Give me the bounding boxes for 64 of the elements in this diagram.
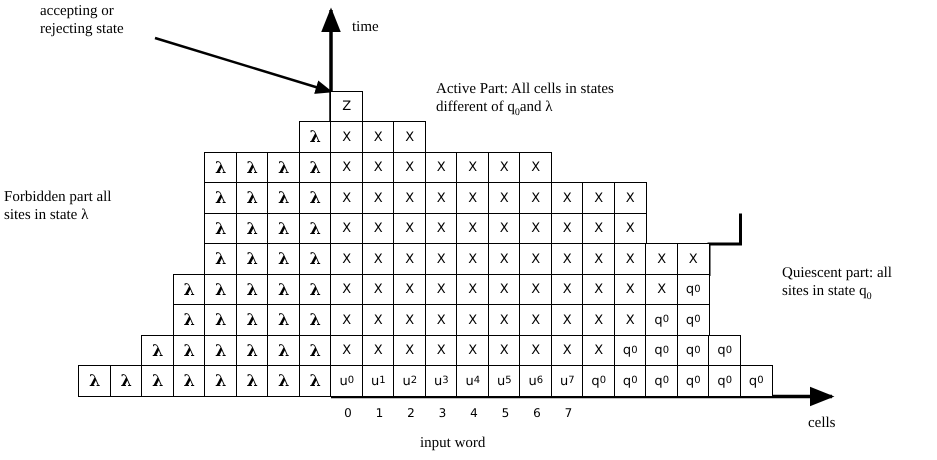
tick-label: 3 [438, 405, 448, 422]
tick-label: 0 [343, 405, 353, 422]
state-cell: X [393, 182, 426, 214]
state-cell: λ [267, 365, 300, 398]
state-cell: λ [204, 243, 238, 276]
state-cell: X [330, 182, 364, 214]
state-cell: X [582, 334, 616, 367]
tick-label: 1 [374, 405, 384, 422]
state-cell: λ [298, 304, 332, 336]
state-cell: X [456, 243, 490, 276]
state-cell: λ [267, 304, 300, 336]
state-cell: λ [267, 182, 300, 214]
tick-label: 2 [406, 405, 416, 422]
region-label: Quiescent part: all sites in state q$_{0}$ [782, 264, 892, 304]
state-cell: X [393, 304, 426, 336]
state-cell: X [519, 304, 552, 336]
state-cell: X [330, 243, 364, 276]
callout-text: accepting or rejecting state [40, 2, 155, 38]
state-cell: λ [204, 304, 238, 336]
state-cell: λ [298, 243, 332, 276]
state-cell: λ [141, 334, 174, 367]
state-cell: X [456, 182, 490, 214]
state-cell: X [614, 182, 647, 214]
state-cell: X [645, 274, 678, 306]
state-cell: X [614, 304, 647, 336]
tick-label: 6 [532, 405, 542, 422]
state-cell: X [393, 243, 426, 276]
state-cell: λ [267, 243, 300, 276]
state-cell: λ [267, 152, 300, 184]
state-cell: X [582, 243, 616, 276]
tick-label: 4 [469, 405, 479, 422]
state-cell: λ [141, 365, 174, 398]
state-cell: X [519, 243, 552, 276]
region-label: Active Part: All cells in states different of q$_{0}$and λ [436, 80, 615, 120]
state-cell: λ [298, 121, 332, 154]
axis-label: time [352, 18, 380, 36]
state-cell: X [330, 304, 364, 336]
state-cell: X [519, 152, 552, 184]
state-cell: X [456, 304, 490, 336]
state-cell: X [330, 121, 364, 154]
state-cell: λ [204, 365, 238, 398]
state-cell: λ [204, 152, 238, 184]
axis-label: input word [420, 434, 486, 452]
state-cell: X [645, 243, 678, 276]
state-cell: X [519, 182, 552, 214]
tick-label: 5 [500, 405, 510, 422]
state-cell: λ [172, 304, 206, 336]
state-cell: X [582, 304, 616, 336]
state-cell: X [582, 182, 616, 214]
state-cell: X [456, 152, 490, 184]
state-cell: λ [110, 365, 143, 398]
state-cell: X [393, 121, 426, 154]
state-cell: Z [330, 90, 364, 123]
region-label: Forbidden part all sites in state λ [4, 188, 112, 224]
axis-label: cells [808, 414, 836, 432]
state-cell: λ [298, 182, 332, 214]
state-cell: λ [172, 274, 206, 306]
state-cell: λ [172, 365, 206, 398]
state-cell: λ [204, 182, 238, 214]
state-cell: λ [78, 365, 112, 398]
state-cell: λ [236, 365, 269, 398]
state-cell: X [676, 243, 710, 276]
state-cell: λ [298, 365, 332, 398]
tick-label: 7 [564, 405, 574, 422]
